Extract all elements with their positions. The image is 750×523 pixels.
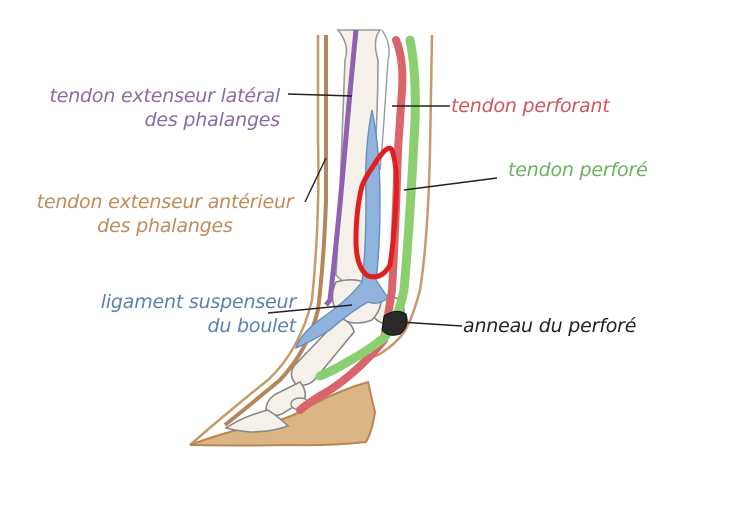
label-manica-line1: anneau du perforé [463,315,637,337]
label-deep-flexor-line1: tendon perforant [451,95,610,117]
leader-suspensory [267,304,353,314]
anterior-extensor-tendon [223,35,329,427]
front-skin-line [189,35,320,446]
label-suspensory: ligament suspenseur du boulet [40,290,296,338]
lateral-extensor-tendon [324,29,359,307]
label-manica: anneau du perforé [463,314,636,338]
suspensory-ligament [294,109,389,350]
leader-anterior-extensor [304,157,327,203]
label-lateral-extensor-line2: des phalanges [144,109,281,131]
highlight-loop [353,145,399,280]
label-suspensory-line1: ligament suspenseur [100,291,296,313]
leader-lines [267,93,498,327]
label-superficial-flexor-line1: tendon perforé [508,159,648,181]
leader-superficial-flexor [403,177,498,191]
manica-flexoria [381,310,408,336]
label-lateral-extensor-line1: tendon extenseur latéral [49,85,280,107]
label-suspensory-line2: du boulet [207,315,297,337]
leader-lateral-extensor [287,93,353,97]
superficial-flexor-tendon [315,35,420,381]
leader-manica [399,321,463,327]
long-pastern-bone [290,317,355,386]
label-lateral-extensor: tendon extenseur latéral des phalanges [18,84,280,132]
label-deep-flexor: tendon perforant [451,94,610,118]
label-superficial-flexor: tendon perforé [508,158,648,182]
label-anterior-extensor-line1: tendon extenseur antérieur [36,191,294,213]
deep-flexor-tendon [296,36,407,414]
coffin-bone [224,409,290,433]
label-anterior-extensor-line2: des phalanges [97,215,233,237]
label-anterior-extensor: tendon extenseur antérieur des phalanges [20,190,310,238]
